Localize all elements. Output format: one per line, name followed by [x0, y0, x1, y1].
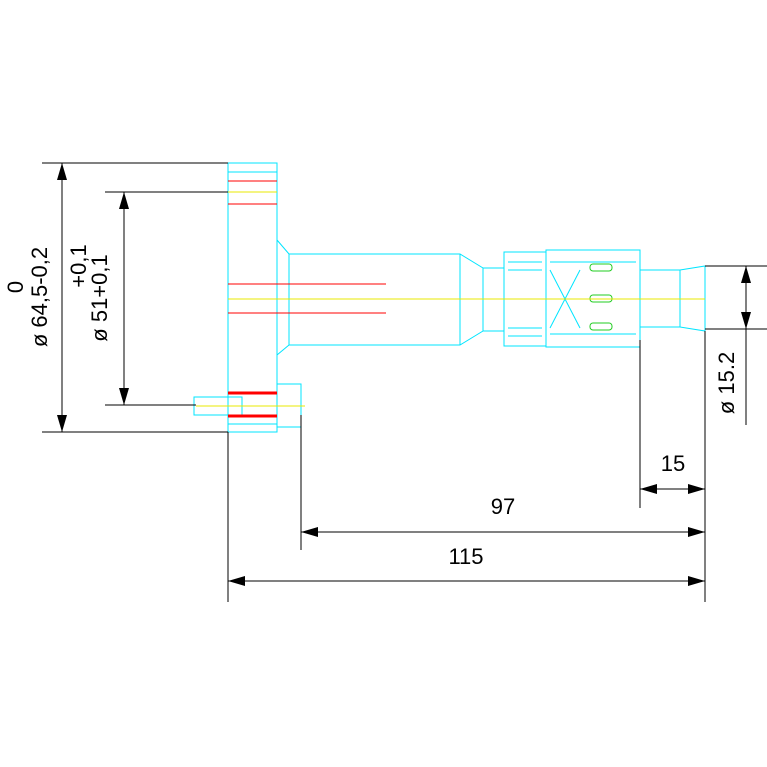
bore-tolerance-upper: +0,1 [66, 244, 91, 287]
bore-diameter-label: ø 51+0,1 [87, 254, 112, 341]
flange-body [227, 162, 278, 433]
dimension-bore-diameter [119, 192, 129, 405]
dimension-flange-diameter [57, 163, 67, 432]
pipe-diameter-label: ø 15.2 [714, 352, 739, 414]
length-short-label: 15 [661, 451, 685, 476]
hidden-lines [228, 180, 386, 418]
flange-diameter-label: ø 64,5-0,2 [27, 247, 52, 347]
flange-tolerance-upper: 0 [3, 281, 28, 293]
connector-pins [589, 263, 613, 331]
dimension-length-total [228, 576, 705, 586]
center-lines [196, 191, 705, 407]
length-total-label: 115 [448, 544, 483, 569]
extension-lines [42, 162, 767, 602]
neck-outline [276, 239, 484, 356]
length-mid-label: 97 [491, 494, 515, 519]
dimension-length-mid [301, 527, 705, 537]
dimension-pipe-diameter [741, 266, 751, 425]
dimension-length-short [640, 484, 705, 494]
